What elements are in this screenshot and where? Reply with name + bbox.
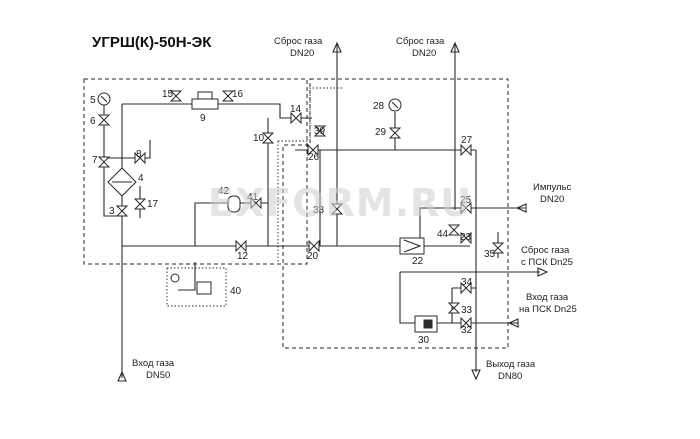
watermark: EXFORM.RU <box>208 181 472 225</box>
valve-34-icon <box>460 281 472 295</box>
actuator-40-body <box>196 281 212 295</box>
label-6: 6 <box>90 116 96 127</box>
valve-7-icon <box>97 156 111 168</box>
outlet-label-1: Выход газа <box>486 359 536 370</box>
valve-33-icon <box>447 302 461 314</box>
vent-right-label-2: DN20 <box>412 48 436 59</box>
valve-23-icon <box>460 231 472 245</box>
label-29: 29 <box>375 127 387 138</box>
label-35: 35 <box>484 249 496 260</box>
regulator-22-mark <box>403 239 422 253</box>
label-27: 27 <box>461 135 473 146</box>
valve-14-icon <box>290 111 302 125</box>
psk-in-label-2: на ПСК Dn25 <box>519 304 577 315</box>
impulse-label-1: Импульс <box>533 182 572 193</box>
valve-8-icon <box>134 151 146 165</box>
label-44: 44 <box>437 229 449 240</box>
item-30-core <box>423 319 433 329</box>
inlet-label-1: Вход газа <box>132 358 175 369</box>
impulse-label-2: DN20 <box>540 194 564 205</box>
outlet-arrow <box>471 369 481 381</box>
vent-right-label-1: Сброс газа <box>396 36 445 47</box>
valve-32-icon <box>460 316 472 330</box>
actuator-40-boundary <box>166 267 227 307</box>
label-25: 25 <box>460 195 472 206</box>
psk-in-label-1: Вход газа <box>526 292 569 303</box>
actuator-line <box>178 262 196 291</box>
vent-left-label-2: DN20 <box>290 48 314 59</box>
valve-25-icon <box>460 201 472 215</box>
label-39: 39 <box>314 126 326 137</box>
label-10: 10 <box>253 133 265 144</box>
impulse-line <box>419 207 525 246</box>
label-33: 33 <box>461 305 473 316</box>
valve-38-icon <box>330 203 344 215</box>
psk-in-arrow <box>507 318 519 328</box>
inlet-label-2: DN50 <box>146 370 170 381</box>
valve-26-icon <box>307 143 319 157</box>
label-41: 41 <box>247 192 259 203</box>
valve-27-icon <box>460 143 472 157</box>
actuator-40-icon <box>170 273 180 283</box>
valve-35-icon <box>491 242 505 254</box>
item-9-icon <box>191 98 219 110</box>
label-40: 40 <box>230 286 242 297</box>
label-16: 16 <box>232 89 244 100</box>
valve-44-icon <box>447 224 461 236</box>
gauge-28-needle <box>391 101 399 109</box>
label-5: 5 <box>90 95 96 106</box>
valve-16-icon <box>221 90 235 102</box>
vent-left-arrow <box>332 41 342 53</box>
psk-vent-label-1: Сброс газа <box>521 245 570 256</box>
valve-12-icon <box>235 239 247 253</box>
left-cabinet-boundary <box>83 78 308 265</box>
label-3: 3 <box>109 206 115 217</box>
label-34: 34 <box>461 277 473 288</box>
pipe-38 <box>295 149 321 246</box>
valve-39-icon <box>313 125 327 137</box>
outlet-label-2: DN80 <box>498 371 522 382</box>
item-42-icon <box>227 195 241 213</box>
transition-boundary <box>278 87 344 142</box>
scheme-title: УГРШ(К)-50Н-ЭК <box>92 34 212 51</box>
valve-17-icon <box>133 198 147 210</box>
valve-10-icon <box>261 132 275 144</box>
label-30: 30 <box>418 335 430 346</box>
label-42: 42 <box>218 186 230 197</box>
valve-15-icon <box>169 90 183 102</box>
valve-29-icon <box>388 127 402 139</box>
filter-bypass <box>103 104 151 217</box>
label-7: 7 <box>92 155 98 166</box>
valve-3-icon <box>115 205 129 217</box>
label-28: 28 <box>373 101 385 112</box>
right-cabinet-boundary <box>282 78 509 349</box>
label-17: 17 <box>147 199 159 210</box>
pilot-line <box>194 202 268 246</box>
label-12: 12 <box>237 251 249 262</box>
label-4: 4 <box>138 173 144 184</box>
item-9-top <box>197 91 213 100</box>
regulator-22-icon <box>399 237 425 255</box>
label-26: 26 <box>308 152 320 163</box>
inlet-arrow <box>117 370 127 382</box>
label-15: 15 <box>162 89 174 100</box>
label-8: 8 <box>136 149 142 160</box>
label-38: 38 <box>313 205 325 216</box>
gauge-5-needle <box>100 95 108 103</box>
label-32: 32 <box>461 325 473 336</box>
label-22: 22 <box>412 256 424 267</box>
label-9: 9 <box>200 113 206 124</box>
label-23: 23 <box>460 232 472 243</box>
label-14: 14 <box>290 104 302 115</box>
vent-left-label-1: Сброс газа <box>274 36 323 47</box>
valve-20-icon <box>308 239 320 253</box>
valve-41-icon <box>250 196 262 210</box>
vent-right-arrow <box>450 41 460 53</box>
impulse-arrow <box>515 203 527 213</box>
psk-vent-arrow <box>537 267 549 277</box>
label-20: 20 <box>307 251 319 262</box>
psk-vent-label-2: с ПСК Dn25 <box>521 257 573 268</box>
valve-6-icon <box>97 114 111 126</box>
